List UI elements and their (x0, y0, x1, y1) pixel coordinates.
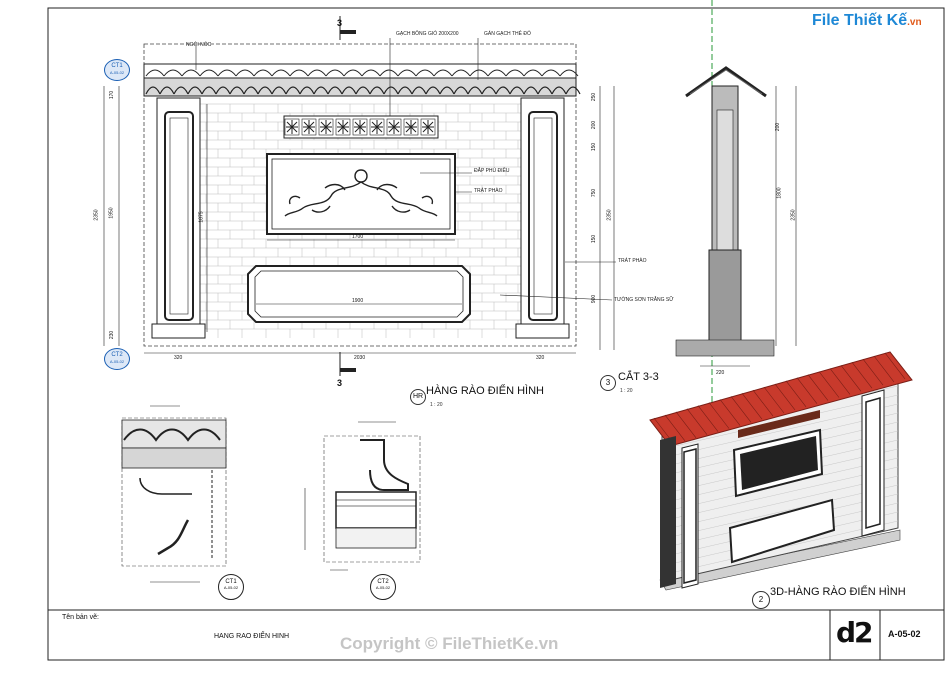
detail-tag-ct1-name: CT1 (225, 579, 237, 585)
dim-2350-left: 2350 (93, 209, 100, 221)
view-title-main: HÀNG RÀO ĐIỂN HÌNH (426, 385, 544, 397)
view-num-iso: 2 (752, 591, 770, 609)
view-scale-main: 1 : 20 (430, 402, 443, 408)
section-view (675, 66, 797, 367)
label-tuong-son: TƯỜNG SƠN TRẮNG SỮ (614, 297, 674, 303)
sec-dim-900: 900 (591, 294, 598, 304)
titleblock-label: Tên bản vẽ: (62, 614, 99, 621)
brand-logo: File Thiết Kế.vn (812, 12, 922, 30)
sec-dim-200: 200 (591, 120, 598, 130)
dim-1875: 1875 (198, 211, 205, 223)
sec-dim-220: 220 (716, 370, 725, 376)
sec-dim-1800: 1800 (776, 187, 783, 199)
brand-name: File Thiết Kế (812, 12, 908, 29)
section-mark-top: 3 (337, 18, 343, 28)
label-gan-gach: GÁN GẠCH THẺ ĐỎ (484, 31, 531, 37)
iso-view (649, 351, 913, 591)
view-num-section: 3 (600, 375, 616, 391)
sec-dim-2350: 2350 (606, 209, 613, 221)
detail-tag-ct2-name: CT2 (377, 579, 389, 585)
callout-ct2-sheet: A-05-02 (109, 359, 125, 364)
sec-dim-750: 750 (591, 188, 598, 198)
callout-ct1[interactable]: CT1 A-05-02 (104, 59, 130, 81)
main-elevation (103, 16, 616, 376)
callout-ct2[interactable]: CT2 A-05-02 (104, 348, 130, 370)
view-title-iso: 3D-HÀNG RÀO ĐIỂN HÌNH (770, 586, 906, 598)
dim-bottom-320-right: 320 (536, 355, 545, 361)
label-ngoi-noc: NGÓI NÓC (186, 42, 212, 48)
titleblock-sheet-no: A-05-02 (888, 629, 921, 639)
label-trat-phao-1: TRÁT PHÀO (474, 188, 503, 194)
detail-tag-ct1[interactable]: CT1 A-05-02 (218, 574, 244, 600)
dim-1700: 1700 (352, 234, 364, 240)
callout-ct1-name: CT1 (111, 63, 123, 69)
label-trat-phao-2: TRÁT PHÀO (618, 258, 647, 264)
view-scale-section: 1 : 20 (620, 388, 633, 394)
titleblock-name: HANG RAO ĐIỂN HINH (214, 633, 290, 640)
view-num-main: HR (410, 389, 426, 405)
label-dap-phu-dieu: ĐẮP PHÙ ĐIÊU (474, 168, 510, 174)
callout-ct1-sheet: A-05-02 (109, 70, 125, 75)
dim-170: 170 (109, 90, 116, 100)
watermark: Copyright © FileThietKe.vn (340, 634, 559, 653)
detail-tag-ct1-sheet: A-05-02 (223, 585, 239, 590)
detail-tag-ct2-sheet: A-05-02 (375, 585, 391, 590)
view-title-section: CẮT 3-3 (618, 371, 659, 383)
detail-ct2 (304, 421, 421, 571)
detail-ct1 (121, 405, 227, 583)
label-gach-bong: GẠCH BÔNG GIÓ 200X200 (396, 31, 459, 37)
dim-230: 230 (109, 330, 116, 340)
sec-dim-150: 150 (591, 142, 598, 152)
detail-tag-ct2[interactable]: CT2 A-05-02 (370, 574, 396, 600)
callout-ct2-name: CT2 (111, 352, 123, 358)
dim-1950: 1950 (108, 207, 115, 219)
dim-1900: 1900 (352, 298, 364, 304)
sec-dim-2350b: 2350 (790, 209, 797, 221)
section-mark-bottom: 3 (337, 378, 343, 388)
sec-dim-250: 250 (591, 92, 598, 102)
dim-bottom-320-left: 320 (174, 355, 183, 361)
brand-domain: .vn (907, 17, 922, 28)
dim-bottom-2030: 2030 (354, 355, 366, 361)
sec-dim-200b: 200 (775, 122, 782, 132)
sec-dim-150b: 150 (591, 234, 598, 244)
titleblock-logo: d2 (836, 616, 874, 649)
